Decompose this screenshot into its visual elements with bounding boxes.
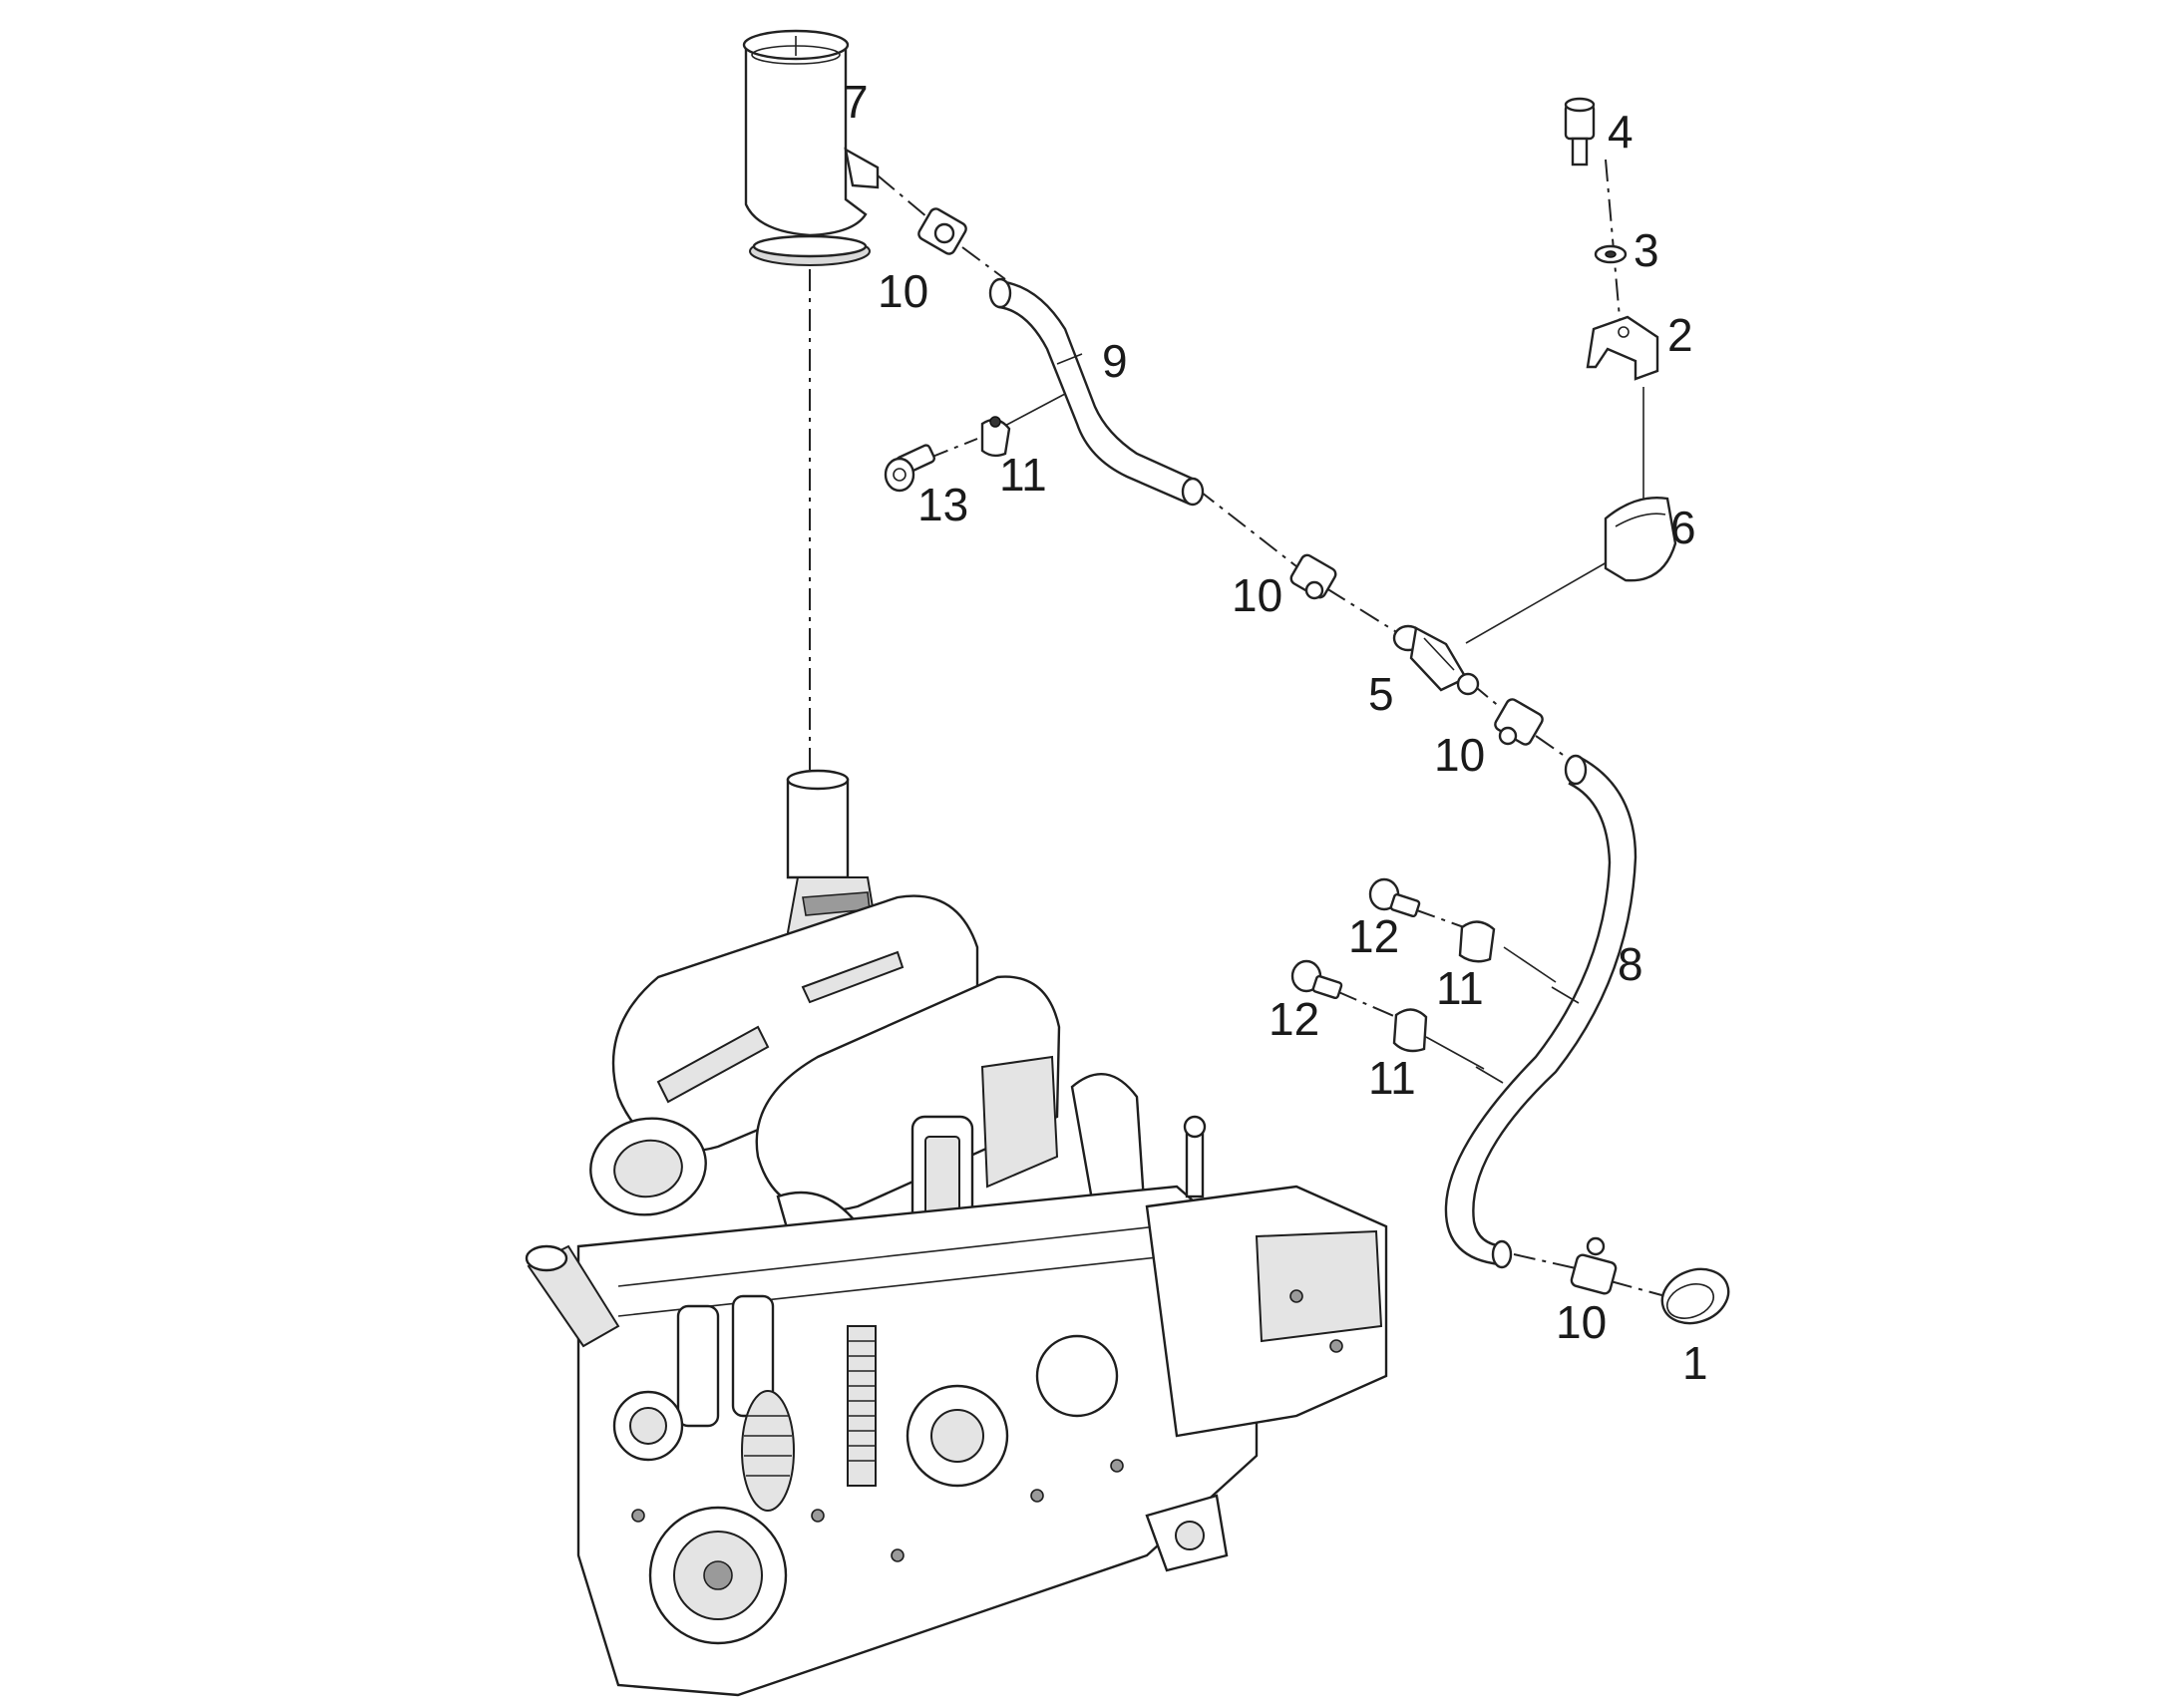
centerline-10-5 <box>1325 587 1407 639</box>
callout-labels: 7 4 3 2 10 9 11 13 6 10 5 10 12 8 11 12 … <box>843 76 1708 1389</box>
leader-9-11 <box>998 393 1066 430</box>
callout-12-lower: 12 <box>1269 993 1319 1045</box>
callout-13: 13 <box>917 479 968 530</box>
clamp-10-d <box>1570 1236 1618 1295</box>
part-9-hose <box>988 277 1205 507</box>
callout-6: 6 <box>1670 502 1696 553</box>
centerline-10-1 <box>1610 1280 1666 1297</box>
callout-5: 5 <box>1368 668 1394 720</box>
bolt-12-upper <box>1368 877 1421 918</box>
centerline-12-11-lower <box>1335 990 1397 1018</box>
cap-1 <box>1660 1267 1730 1325</box>
part-7-exhaust-stack <box>742 29 880 266</box>
centerline-9-10 <box>1196 488 1297 567</box>
callout-2: 2 <box>1667 309 1693 361</box>
callout-4: 4 <box>1608 106 1634 158</box>
engine-assembly <box>525 769 1388 1697</box>
callout-8: 8 <box>1618 938 1643 990</box>
centerline-4-3-2 <box>1605 159 1622 330</box>
clamp-10-c <box>1494 698 1544 746</box>
bolt-12-lower <box>1290 959 1343 1000</box>
cap-6 <box>1604 497 1677 582</box>
callout-10-top: 10 <box>878 265 928 317</box>
centerline-10-9 <box>961 246 1006 280</box>
centerline-13-11 <box>926 438 978 460</box>
leader-8-11-lower <box>1425 1036 1485 1070</box>
bolt-13 <box>884 444 936 493</box>
bolt-4 <box>1564 97 1596 167</box>
callout-9: 9 <box>1102 335 1128 387</box>
callout-3: 3 <box>1634 224 1659 276</box>
centerline-7-10 <box>877 174 928 218</box>
leader-8-11-upper <box>1503 946 1557 983</box>
callout-1: 1 <box>1682 1337 1708 1389</box>
coupling-5 <box>1392 624 1480 696</box>
callout-10-bottom: 10 <box>1556 1296 1607 1348</box>
callout-11-upper: 11 <box>1436 962 1484 1014</box>
bracket-2 <box>1586 315 1659 381</box>
clamp-10-b <box>1289 553 1337 600</box>
callout-12-upper: 12 <box>1348 910 1399 962</box>
leader-6-5 <box>1465 557 1615 644</box>
centerline-12-11-upper <box>1413 908 1465 928</box>
callout-10-mid: 10 <box>1232 569 1282 621</box>
centerline-8-10 <box>1513 1253 1577 1269</box>
clamp-10-a <box>917 207 967 255</box>
callout-11-lower: 11 <box>1368 1052 1416 1104</box>
callout-11-top: 11 <box>999 449 1047 501</box>
part-8-hose <box>1444 754 1637 1269</box>
clip-11-c <box>1392 1008 1428 1053</box>
washer-3 <box>1594 244 1628 264</box>
clip-11-b <box>1458 920 1496 963</box>
clip-11-a <box>980 416 1011 458</box>
callout-10-right: 10 <box>1434 729 1485 781</box>
callout-7: 7 <box>843 76 869 128</box>
